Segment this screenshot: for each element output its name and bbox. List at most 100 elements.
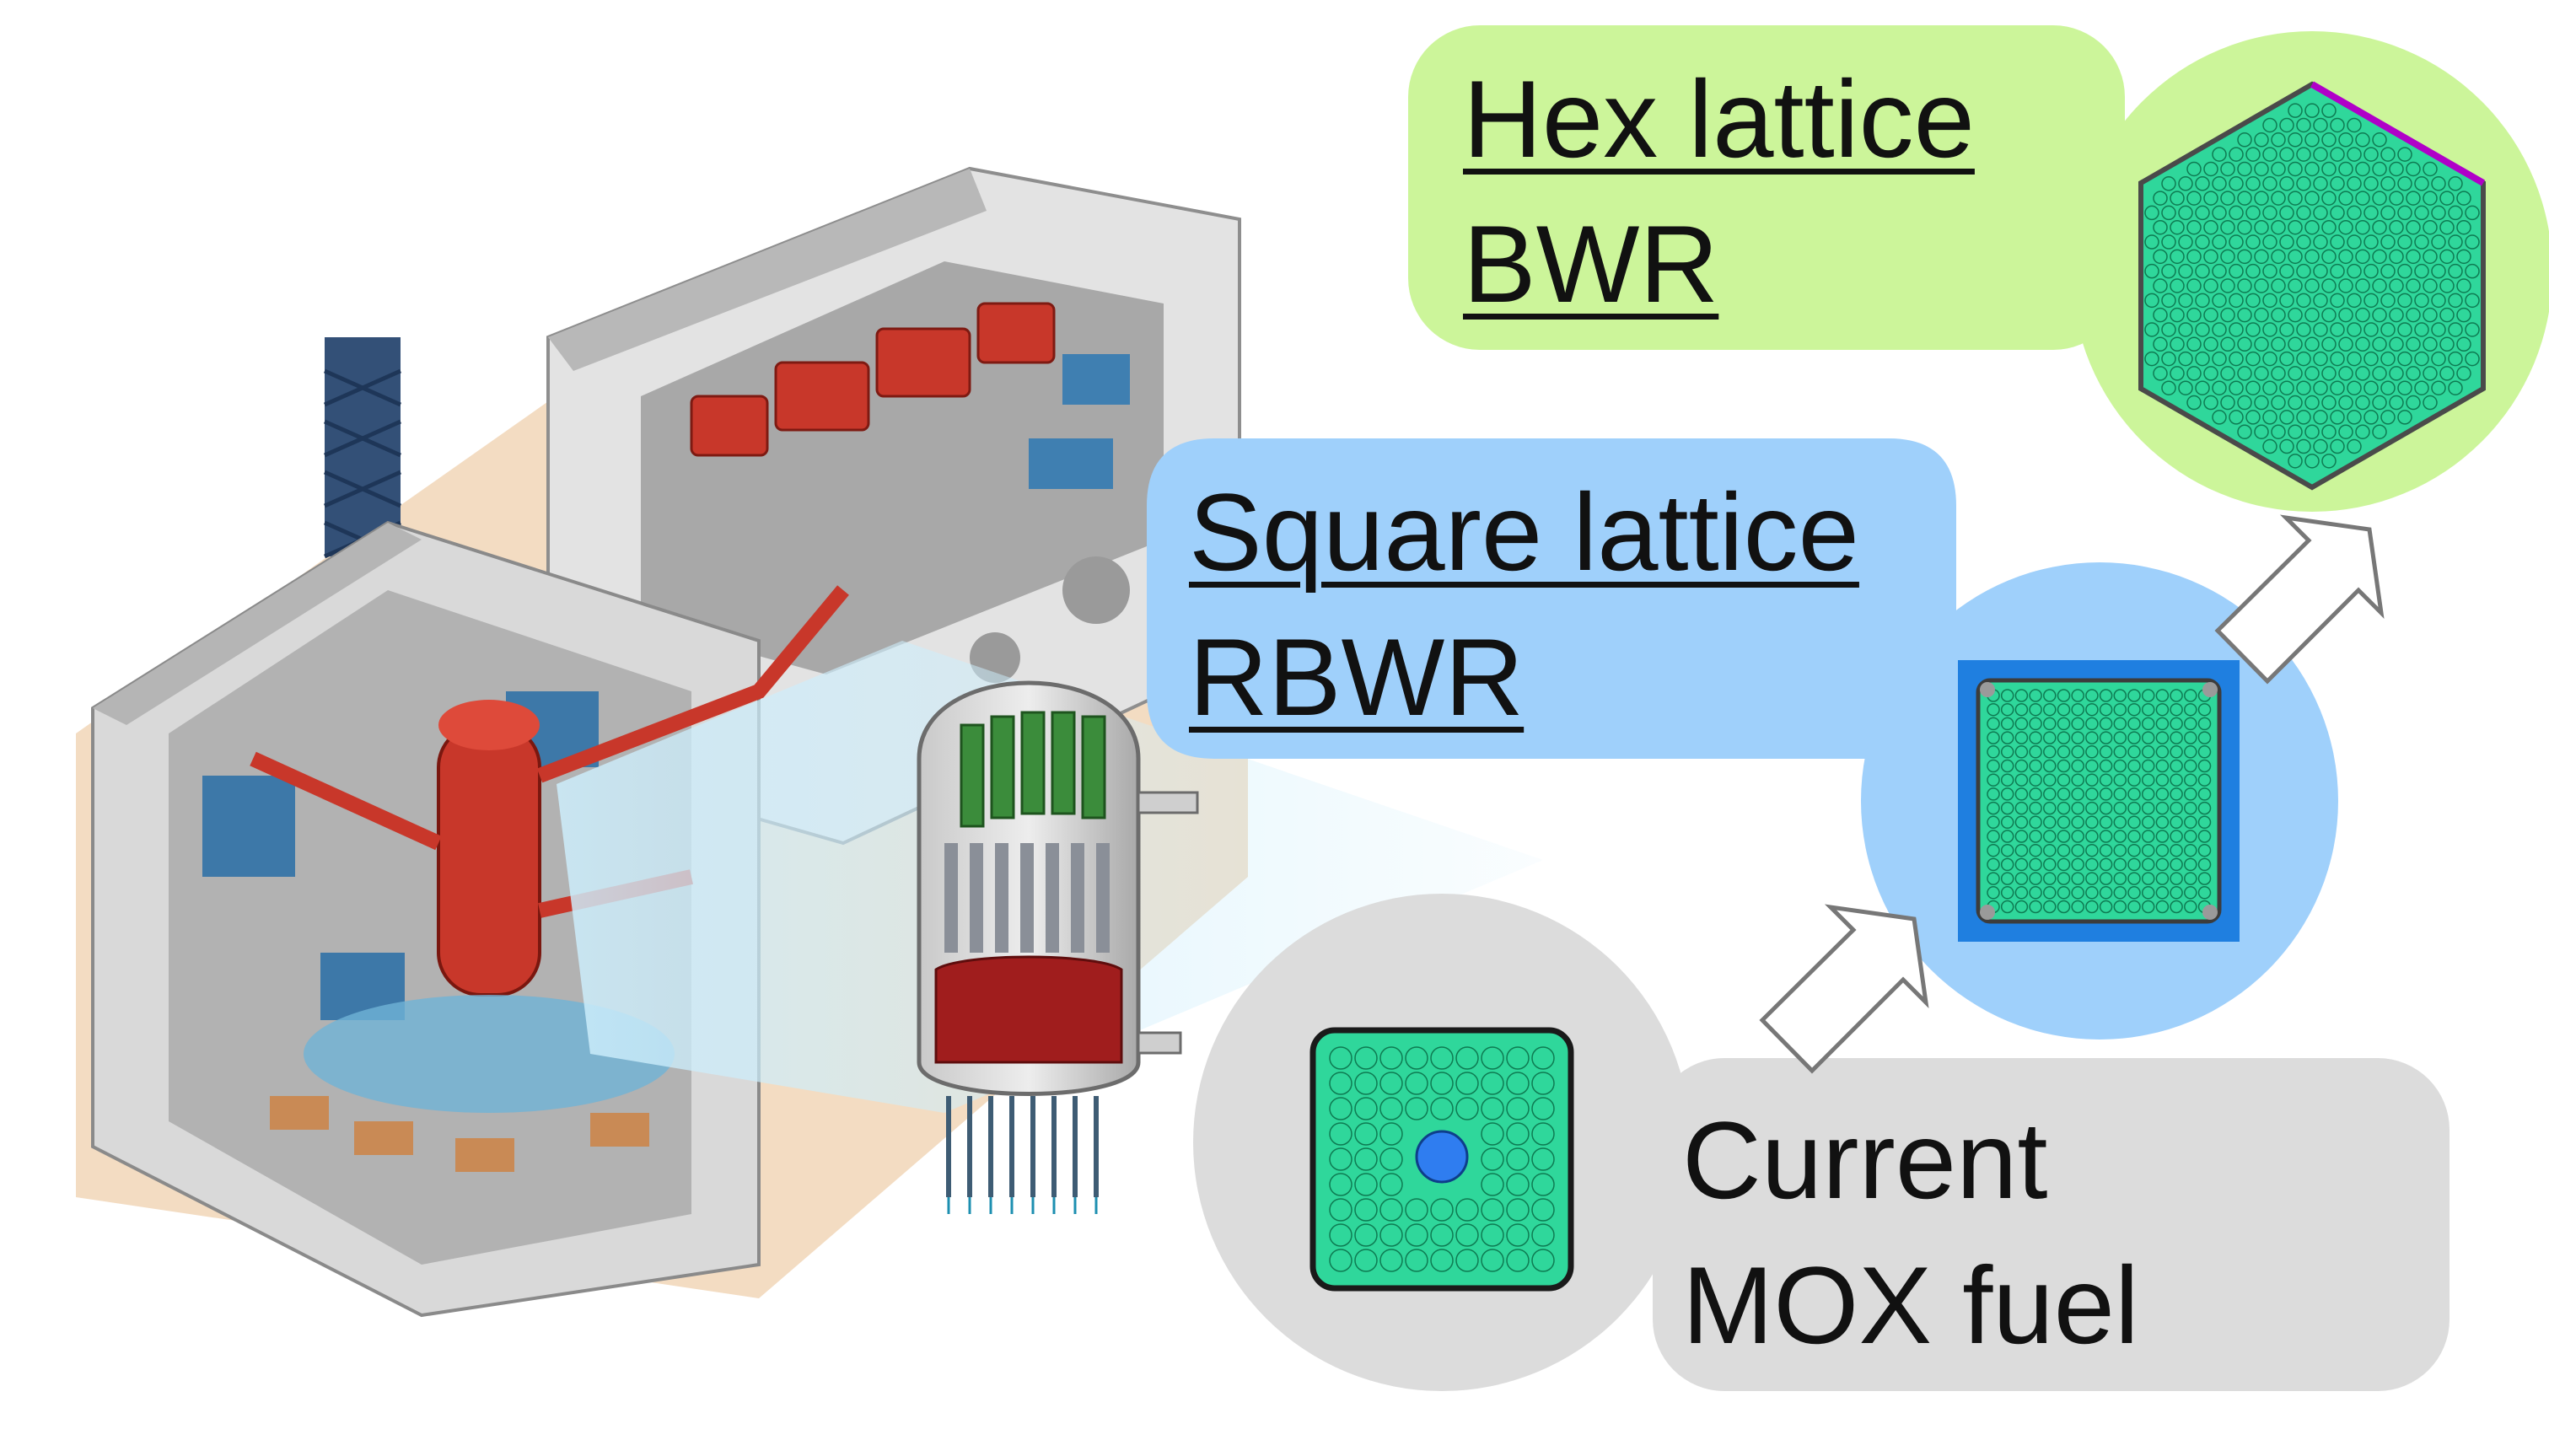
- fuel-pin: [2161, 263, 2176, 279]
- fuel-pin: [2372, 219, 2387, 235]
- fuel-pin: [2170, 801, 2183, 815]
- fuel-pin: [1506, 1122, 1530, 1146]
- fuel-pin: [2155, 857, 2170, 872]
- fuel-pin: [2170, 336, 2185, 352]
- fuel-pin: [2220, 395, 2235, 411]
- fuel-pin: [2279, 438, 2294, 454]
- fuel-pin: [2439, 219, 2455, 235]
- fuel-pin: [2197, 886, 2212, 900]
- fuel-pin: [2085, 717, 2099, 731]
- fuel-pin: [2313, 322, 2328, 337]
- fuel-pin: [1354, 1198, 1378, 1222]
- fuel-pin: [2071, 872, 2084, 885]
- fuel-pin: [2141, 830, 2155, 843]
- fuel-pin: [2099, 886, 2113, 900]
- fuel-pin: [2127, 815, 2141, 830]
- fuel-pin: [2372, 307, 2387, 323]
- fuel-pin: [2161, 293, 2176, 309]
- fuel-pin: [2057, 787, 2071, 801]
- fuel-pin: [2071, 773, 2084, 787]
- fuel-pin: [2313, 117, 2328, 133]
- fuel-pin: [2448, 351, 2463, 367]
- fuel-pin: [2141, 857, 2155, 872]
- square-lattice-type: RBWR: [1189, 615, 1525, 739]
- fuel-pin: [2448, 176, 2463, 191]
- fuel-pin: [2161, 322, 2176, 337]
- fuel-pin: [2229, 205, 2244, 221]
- fuel-pin: [2212, 263, 2227, 279]
- current-mox-type: MOX fuel: [1682, 1244, 2139, 1367]
- fuel-pin: [2029, 773, 2042, 787]
- fuel-pin: [2347, 351, 2362, 367]
- fuel-pin: [2279, 117, 2294, 133]
- fuel-pin: [2178, 234, 2193, 250]
- fuel-pin: [2321, 219, 2337, 235]
- fuel-pin: [2071, 759, 2084, 773]
- fuel-pin: [2296, 351, 2311, 367]
- fuel-pin: [2043, 702, 2057, 717]
- fuel-pin: [2439, 191, 2455, 206]
- fuel-pin: [2347, 117, 2362, 133]
- fuel-pin: [2057, 843, 2071, 857]
- fuel-pin: [2155, 717, 2170, 731]
- fuel-pin: [1506, 1198, 1530, 1222]
- fuel-pin: [2195, 234, 2210, 250]
- fuel-pin: [2029, 886, 2042, 900]
- fuel-pin: [2071, 689, 2084, 702]
- fuel-pin: [1987, 886, 2000, 900]
- fuel-pin: [1379, 1122, 1403, 1146]
- fuel-pin: [2153, 249, 2168, 265]
- fuel-pin: [2313, 351, 2328, 367]
- fuel-pin: [2085, 830, 2099, 843]
- fuel-pin: [2014, 843, 2029, 857]
- fuel-pin: [2439, 249, 2455, 265]
- fuel-pin: [2279, 351, 2294, 367]
- square-lattice-title: Square lattice: [1189, 470, 1859, 594]
- fuel-pin: [2141, 801, 2155, 815]
- fuel-pin: [2014, 815, 2029, 830]
- fuel-pin: [2229, 234, 2244, 250]
- fuel-pin: [2304, 191, 2320, 206]
- fuel-pin: [2406, 307, 2421, 323]
- fuel-pin: [2347, 176, 2362, 191]
- fuel-pin: [2014, 702, 2029, 717]
- fuel-pin: [2127, 801, 2141, 815]
- fuel-pin: [2127, 857, 2141, 872]
- fuel-pin: [2057, 886, 2071, 900]
- fuel-pin: [2313, 147, 2328, 162]
- fuel-pin: [2431, 263, 2446, 279]
- fuel-pin: [2043, 900, 2057, 914]
- fuel-pin: [2043, 830, 2057, 843]
- fuel-pin: [2043, 872, 2057, 885]
- fuel-pin: [2414, 322, 2429, 337]
- fuel-pin: [2423, 307, 2438, 323]
- fuel-pin: [2296, 117, 2311, 133]
- fuel-pin: [2127, 872, 2141, 885]
- fuel-pin: [2397, 293, 2412, 309]
- fuel-pin: [2372, 278, 2387, 293]
- fuel-pin: [2220, 366, 2235, 381]
- fuel-pin: [2170, 307, 2185, 323]
- fuel-pin: [2288, 395, 2303, 411]
- fuel-pin: [1405, 1072, 1428, 1095]
- fuel-pin: [2029, 731, 2042, 744]
- fuel-pin: [2389, 278, 2404, 293]
- fuel-pin: [2029, 843, 2042, 857]
- fuel-pin: [2000, 787, 2014, 801]
- fuel-pin: [2155, 843, 2170, 857]
- fuel-pin: [2330, 293, 2345, 309]
- fuel-pin: [2456, 278, 2471, 293]
- fuel-pin: [2155, 702, 2170, 717]
- fuel-pin: [2271, 219, 2286, 235]
- fuel-pin: [1430, 1249, 1454, 1272]
- fuel-pin: [2271, 395, 2286, 411]
- fuel-pin: [2423, 191, 2438, 206]
- fuel-pin: [2414, 351, 2429, 367]
- hex-lattice-label: Hex lattice BWR: [1463, 46, 1975, 336]
- fuel-pin: [2279, 234, 2294, 250]
- fuel-pin: [2237, 395, 2252, 411]
- fuel-pin: [2000, 773, 2014, 787]
- fuel-pin: [1405, 1097, 1428, 1120]
- fuel-pin: [2338, 191, 2353, 206]
- fuel-pin: [2155, 872, 2170, 885]
